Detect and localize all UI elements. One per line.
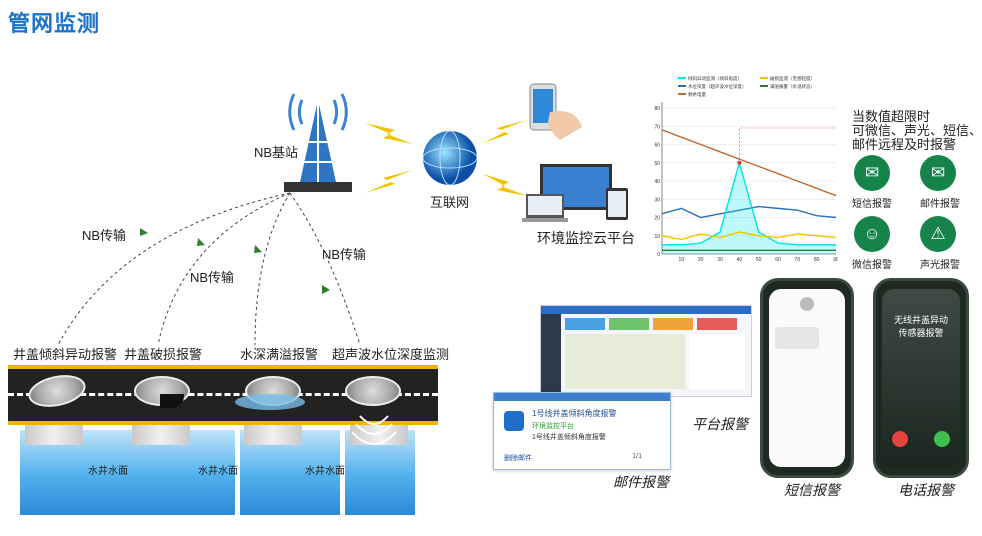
email-alarm-label: 邮件报警 (920, 199, 960, 210)
lightning-icon (365, 123, 413, 144)
sensor-label-overflow: 水深满溢报警 (240, 347, 319, 362)
internet-label: 互联网 (430, 195, 470, 210)
email-alarm-popup: 1号线井盖倾斜角度报警 环境监控平台 1号线井盖倾斜角度报警 删除邮件 1/1 (493, 392, 671, 470)
legend-entry: 破损监测（无感轻度） (770, 75, 815, 82)
mobile-phone-icon (529, 83, 582, 140)
cover-damage-mark (160, 394, 184, 408)
series-line (662, 160, 836, 246)
x-tick-label: 20 (698, 257, 704, 262)
overflow-water (235, 394, 305, 410)
email-alarm-icon: ✉ (920, 155, 956, 191)
platform-dashboard-screenshot (540, 305, 752, 397)
monitoring-line-chart: 倾斜异动监测（倾斜角度） 破损监测（无感轻度） 水位深度（超声波水位深度） 满溢报警（… (654, 75, 838, 262)
y-tick-label: 50 (654, 161, 660, 167)
sensor-label-tilt: 井盖倾斜异动报警 (13, 347, 118, 362)
y-tick-label: 30 (654, 197, 660, 203)
y-tick-label: 20 (654, 216, 660, 222)
well-water-label: 水井水面 (198, 466, 238, 477)
x-tick-label: 70 (795, 257, 801, 262)
transmission-label: NB传输 (322, 247, 367, 262)
sensor-label-damage: 井盖破损报警 (124, 347, 203, 362)
series-line (661, 205, 837, 219)
mail-body: 1号线井盖倾斜角度报警 (532, 434, 606, 441)
y-tick-label: 80 (654, 106, 660, 112)
page-title: 管网监测 (8, 11, 101, 36)
delete-mail-link[interactable]: 删除邮件 (504, 455, 532, 462)
mail-sender: 环境监控平台 (532, 423, 574, 430)
well-pipe (244, 425, 302, 445)
x-tick-label: 50 (756, 257, 762, 262)
cloud-platform-label: 环境监控云平台 (537, 230, 635, 246)
y-tick-label: 70 (654, 124, 660, 130)
legend-entry: 满溢报警（水浸状态） (770, 83, 815, 90)
threshold-line: 邮件远程及时报警 (852, 137, 957, 152)
y-tick-label: 10 (654, 234, 660, 240)
series-line (661, 129, 837, 197)
threshold-line: 当数值超限时 (852, 109, 931, 124)
well-water-label: 水井水面 (305, 466, 345, 477)
x-tick-label: 40 (737, 257, 743, 262)
wechat-alarm-icon: ☺ (854, 216, 890, 252)
decline-call-button[interactable] (892, 431, 908, 447)
light-alarm-label: 声光报警 (920, 260, 960, 271)
light-alarm-icon: ⚠ (920, 216, 956, 252)
well-pipe (25, 425, 83, 445)
y-tick-label: 60 (654, 143, 660, 149)
transmission-label: NB传输 (190, 270, 235, 285)
x-tick-label: 60 (775, 257, 781, 262)
call-title-line1: 无线井盖异动 (893, 315, 948, 325)
legend-entry: 剩余电量 (688, 91, 706, 98)
call-phone: 无线井盖异动 传感器报警 (873, 278, 969, 478)
sensor-label-ultrasonic: 超声波水位深度监测 (332, 347, 450, 362)
x-tick-label: 90 (833, 257, 838, 262)
internet-globe-icon (422, 130, 478, 186)
platform-alarm-label: 平台报警 (692, 416, 748, 432)
phone-alarm-channel-label: 电话报警 (898, 482, 954, 498)
sms-alarm-icon: ✉ (854, 155, 890, 191)
x-tick-label: 10 (679, 257, 685, 262)
sms-alarm-label: 短信报警 (852, 199, 892, 210)
tower-label: NB基站 (254, 145, 299, 160)
mail-title: 1号线井盖倾斜角度报警 (532, 409, 617, 418)
well-pipe (132, 425, 190, 445)
x-tick-label: 30 (717, 257, 723, 262)
well-water-label: 水井水面 (88, 466, 128, 477)
wechat-alarm-label: 微信报警 (852, 260, 892, 271)
mail-pager: 1/1 (632, 453, 642, 460)
sms-phone (760, 278, 854, 478)
cloud-platform-devices-icon (522, 164, 628, 222)
threshold-text: 当数值超限时 可微信、声光、短信、 邮件远程及时报警 (852, 110, 982, 152)
threshold-line: 可微信、声光、短信、 (852, 123, 982, 138)
call-title-line2: 传感器报警 (898, 328, 944, 338)
series-line (661, 231, 837, 241)
x-tick-label: 80 (814, 257, 820, 262)
nb-tower-icon (284, 93, 352, 192)
threshold-pointer (739, 127, 836, 163)
transmission-label: NB传输 (82, 228, 127, 243)
well-pipe (350, 425, 408, 445)
y-tick-label: 40 (654, 179, 660, 185)
series-area (662, 162, 836, 254)
y-tick-label: 0 (657, 252, 660, 258)
email-alarm-channel-label: 邮件报警 (613, 474, 669, 490)
nb-transmission-curves (57, 192, 361, 346)
sms-alarm-channel-label: 短信报警 (784, 482, 840, 498)
ultrasonic-wave-icon (351, 415, 397, 445)
lightning-icon (483, 174, 527, 196)
accept-call-button[interactable] (934, 431, 950, 447)
manhole-cover-ultrasonic (345, 376, 401, 406)
legend-entry: 水位深度（超声波水位深度） (688, 83, 747, 90)
legend-entry: 倾斜异动监测（倾斜角度） (688, 75, 742, 82)
